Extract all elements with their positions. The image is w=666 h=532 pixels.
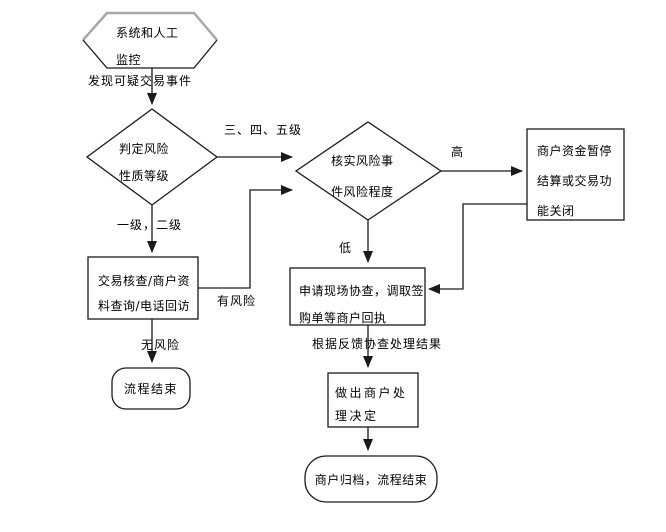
label-feedback-result: 根据反馈协查处理结果	[312, 337, 443, 351]
label-no-risk: 无风险	[141, 338, 181, 352]
end-left-label: 流程结束	[123, 382, 178, 396]
judge-label: 判定风险 性质等级	[119, 142, 170, 183]
label-level-12: 一级，二级	[117, 218, 183, 232]
merchant-decision-box	[327, 372, 419, 428]
monitor-label: 系统和人工 监控	[116, 26, 179, 67]
verify-risk-diamond	[294, 121, 443, 221]
judge-risk-diamond	[85, 108, 219, 206]
transaction-check-box	[87, 256, 199, 320]
arrow-check-to-verify-has-risk	[198, 185, 293, 289]
suspend-label: 商户资金暂停 结算或交易功 能关闭	[537, 144, 613, 218]
decision-label: 做出商户处 理决定	[335, 386, 408, 423]
label-low: 低	[339, 241, 353, 255]
label-level-345: 三、四、五级	[224, 123, 303, 137]
monitor-hexagon	[82, 11, 218, 69]
arrow-suspend-to-onsite	[428, 203, 527, 294]
label-high: 高	[451, 145, 465, 159]
onsite-label: 申请现场协查，调取签 购单等商户回执	[299, 284, 425, 325]
end-bottom-label: 商户归档，流程结束	[314, 472, 428, 487]
end-terminal-left	[111, 367, 191, 410]
end-terminal-bottom	[304, 455, 438, 503]
onsite-investigation-box	[289, 267, 426, 326]
label-detect-event: 发现可疑交易事件	[88, 74, 193, 88]
suspend-settlement-box	[526, 128, 625, 221]
label-has-risk: 有风险	[217, 294, 257, 308]
check-label: 交易核查/商户资 料查询/电话回访	[98, 274, 191, 313]
verify-label: 核实风险事 件风险程度	[331, 154, 394, 199]
